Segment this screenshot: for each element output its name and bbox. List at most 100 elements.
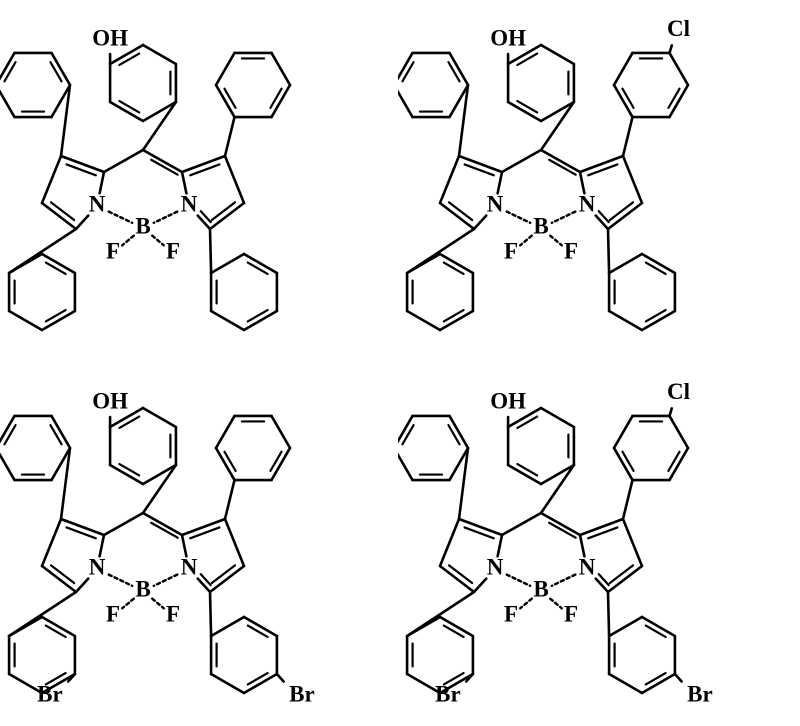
bond-line (189, 163, 221, 177)
bond-line (472, 214, 488, 231)
bond-line (118, 52, 141, 67)
bond-line (65, 163, 97, 177)
dative-bond-line (151, 234, 165, 247)
bond-line (223, 517, 246, 568)
bond-line (208, 201, 246, 231)
bond-line (438, 672, 475, 695)
bond-line (242, 309, 279, 332)
bond-line (270, 51, 292, 87)
bond-line (108, 463, 145, 486)
bond-line (516, 52, 539, 67)
bond-line (594, 214, 610, 231)
bond-line (223, 478, 236, 521)
bromo-label-right: Br (687, 681, 713, 706)
bond-line (74, 577, 90, 594)
dative-bond-line (519, 234, 533, 247)
bond-line (118, 462, 141, 477)
bond-line (621, 154, 644, 205)
bond-line (0, 89, 16, 119)
nitrogen-label-left: N (89, 554, 106, 579)
bond-line (587, 163, 619, 177)
bond-line (214, 51, 236, 87)
bond-line (102, 148, 145, 174)
fluorine-label-right: F (166, 601, 180, 626)
bond-line (457, 154, 504, 174)
nitrogen-label-right: N (181, 191, 198, 216)
bond-line (442, 261, 465, 276)
bond-line (506, 406, 543, 429)
nitrogen-label-right: N (181, 554, 198, 579)
bond-line (40, 309, 77, 332)
bond-line (640, 309, 677, 332)
bond-line (438, 564, 476, 594)
bond-line (150, 521, 179, 539)
bond-line (44, 261, 67, 276)
bond-line (587, 526, 619, 540)
bond-line (269, 450, 283, 472)
bond-line (50, 446, 72, 482)
bond-line (668, 44, 674, 55)
bond-line (141, 100, 178, 152)
hydroxyl-label: OH (92, 25, 128, 50)
bond-line (448, 414, 470, 450)
fluorine-label-left: F (106, 601, 120, 626)
bond-line (606, 564, 644, 594)
bond-line (44, 671, 67, 686)
bond-line (594, 577, 610, 594)
fluorine-label-left: F (504, 601, 518, 626)
bond-line (214, 446, 236, 482)
boron-label: B (533, 576, 548, 601)
bond-line (141, 463, 178, 515)
bond-line (608, 201, 635, 222)
dative-bond-line (152, 573, 179, 588)
nitrogen-label-right: N (579, 191, 596, 216)
bond-line (401, 424, 415, 446)
bond-line (621, 87, 635, 109)
bond-line (668, 407, 674, 418)
bond-line (210, 564, 237, 585)
bond-line (209, 672, 246, 695)
bond-line (189, 526, 221, 540)
fluorine-label-left: F (106, 238, 120, 263)
boron-label: B (135, 576, 150, 601)
bond-line (98, 170, 106, 195)
bond-line (66, 672, 77, 683)
dative-bond-line (152, 210, 179, 225)
bond-line (40, 252, 77, 275)
bond-line (442, 671, 465, 686)
bond-line (405, 672, 442, 695)
bond-line (40, 672, 77, 695)
bond-line (607, 309, 644, 332)
bond-line (668, 51, 690, 87)
bond-line (457, 83, 470, 158)
fluorine-label-right: F (166, 238, 180, 263)
fluorine-label-left: F (504, 238, 518, 263)
bond-line (40, 201, 78, 231)
bond-line (242, 615, 279, 638)
bond-line (108, 43, 145, 66)
bond-line (141, 511, 184, 537)
bond-line (457, 446, 470, 521)
bond-line (208, 227, 213, 275)
bond-line (457, 517, 504, 537)
bond-line (539, 148, 582, 174)
bond-line (472, 577, 488, 594)
bond-line (270, 414, 292, 450)
dative-bond-line (121, 597, 135, 610)
bond-line (246, 308, 269, 323)
bond-line (59, 83, 72, 158)
bond-line (442, 624, 465, 639)
bond-line (59, 446, 72, 521)
bond-line (548, 521, 577, 539)
bond-line (270, 83, 292, 119)
hydroxyl-label: OH (92, 388, 128, 413)
bond-line (448, 83, 470, 119)
bond-line (49, 201, 76, 222)
bond-line (398, 51, 414, 81)
bond-line (506, 43, 543, 66)
bond-line (640, 672, 677, 695)
bond-line (496, 170, 504, 195)
bond-line (448, 51, 470, 87)
